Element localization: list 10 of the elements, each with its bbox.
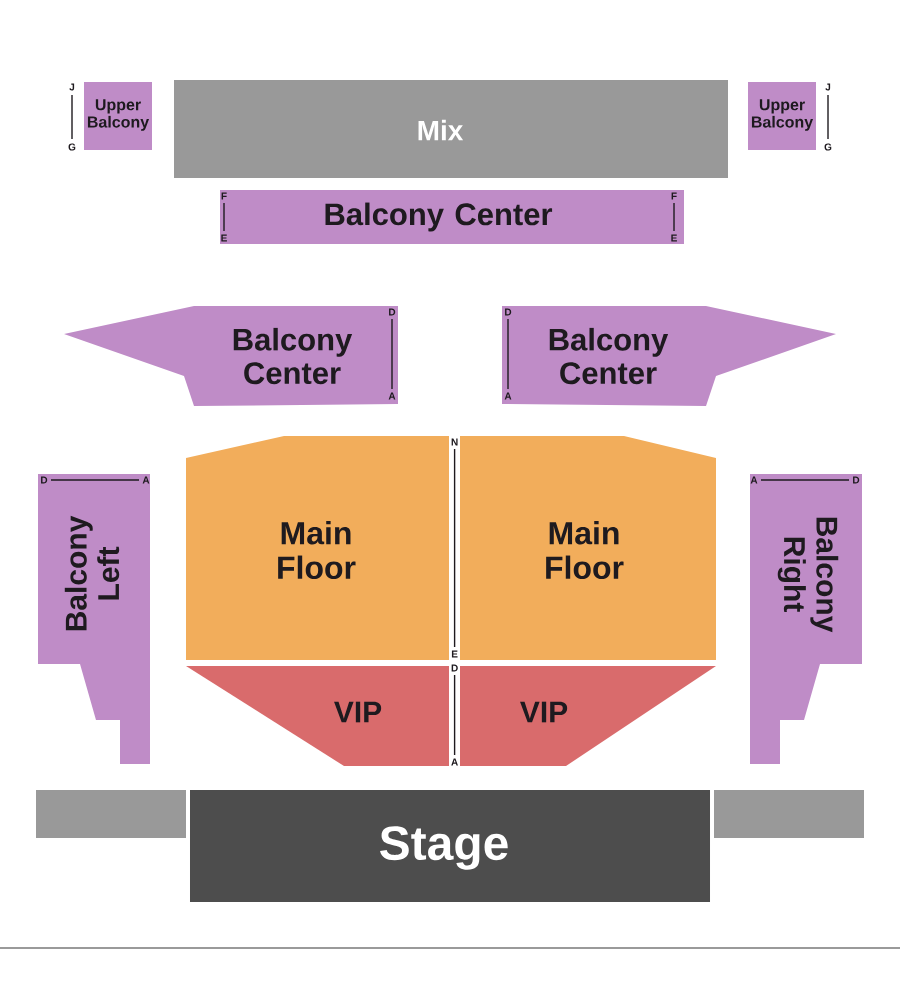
seating-section: VIP <box>186 666 449 766</box>
side-block <box>714 790 864 838</box>
seating-section: Upper Balcony <box>84 82 152 150</box>
seating-section: Upper Balcony <box>748 82 816 150</box>
stage-block: Stage <box>190 790 710 902</box>
seating-section: Main Floor <box>460 436 716 660</box>
side-block <box>36 790 186 838</box>
seating-section: VIP <box>460 666 716 766</box>
mix-area: Mix <box>174 80 728 178</box>
seating-section: Main Floor <box>186 436 449 660</box>
